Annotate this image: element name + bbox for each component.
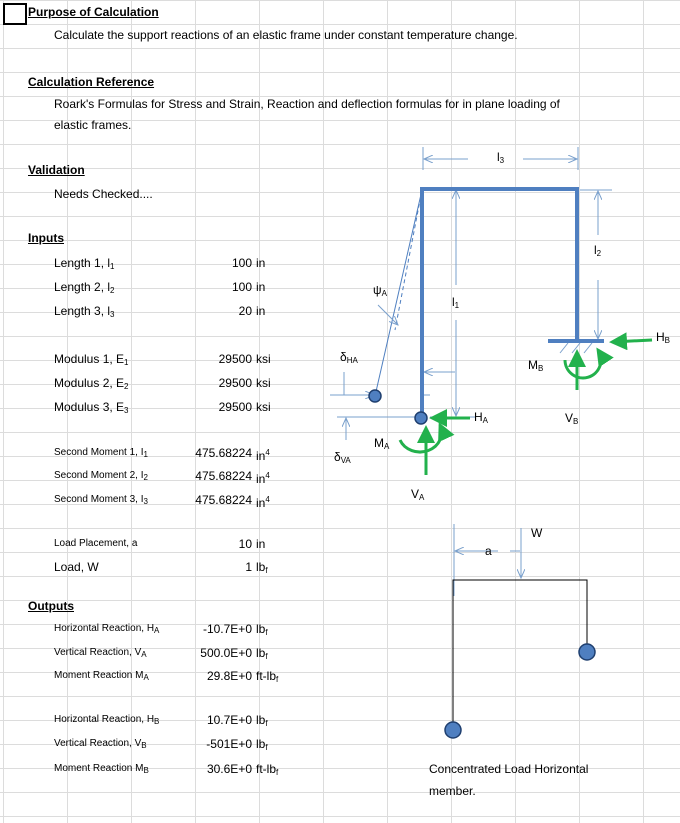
output-row-label: Horizontal Reaction, HB	[54, 714, 160, 726]
input-row-label: Length 1, l1	[54, 256, 115, 271]
support-hatch	[559, 342, 569, 354]
output-row-unit: lbf	[256, 646, 268, 661]
output-row-value[interactable]: 10.7E+0	[206, 713, 252, 727]
label-vb: VB	[565, 411, 579, 426]
label-ma: MA	[374, 436, 390, 451]
label-l2: l2	[594, 243, 602, 258]
output-row-label: Vertical Reaction, VB	[54, 738, 147, 750]
label-va: VA	[411, 487, 425, 502]
ma-moment-arrow	[398, 422, 455, 454]
input-row-unit: lbf	[256, 560, 268, 575]
input-row-value[interactable]: 29500	[218, 400, 252, 414]
input-row-value[interactable]: 100	[231, 280, 252, 294]
label-load-w: W	[531, 526, 543, 540]
output-row-value[interactable]: 500.0E+0	[200, 646, 252, 660]
input-row-label: Modulus 3, E3	[54, 400, 129, 415]
input-row-label: Second Moment 3, I3	[54, 494, 148, 506]
input-row-label: Modulus 1, E1	[54, 352, 129, 367]
input-row-label: Second Moment 1, I1	[54, 447, 148, 459]
elastic-frame	[420, 187, 579, 417]
input-row-unit: in	[256, 256, 266, 270]
input-row-unit: in	[256, 537, 266, 551]
selected-cell-indicator[interactable]	[3, 3, 27, 25]
psi-dashed-line	[394, 189, 423, 331]
load-case-node-b	[578, 643, 596, 661]
output-row-unit: lbf	[256, 713, 268, 728]
input-row-value[interactable]: 1	[245, 560, 252, 574]
label-l1: l1	[452, 295, 460, 310]
input-row-unit: ksi	[256, 400, 271, 414]
reference-text-1: Roark's Formulas for Stress and Strain, …	[54, 97, 560, 111]
input-row-label: Length 3, l3	[54, 304, 115, 319]
label-ha: HA	[474, 410, 489, 425]
input-row-label: Length 2, l2	[54, 280, 115, 295]
output-row-value[interactable]: -10.7E+0	[202, 622, 252, 636]
input-row-value[interactable]: 20	[238, 304, 252, 318]
output-row-value[interactable]: -501E+0	[206, 737, 252, 751]
support-hatch	[583, 342, 593, 354]
output-row-value[interactable]: 30.6E+0	[206, 762, 252, 776]
label-mb: MB	[528, 358, 544, 373]
load-case-caption-1: Concentrated Load Horizontal	[429, 762, 589, 776]
deflected-member-line	[374, 189, 423, 397]
support-a-node	[414, 411, 428, 425]
input-row-value[interactable]: 475.68224	[195, 493, 252, 507]
psi-arrow	[377, 304, 398, 325]
output-row-unit: lbf	[256, 622, 268, 637]
output-row-unit: ft-lbf	[256, 762, 279, 777]
validation-text: Needs Checked....	[54, 187, 153, 201]
output-row-label: Moment Reaction MA	[54, 670, 149, 682]
inputs-heading: Inputs	[28, 231, 64, 245]
outputs-heading: Outputs	[28, 599, 74, 613]
support-hatch	[571, 342, 581, 354]
input-row-unit: in4	[256, 448, 270, 463]
output-row-label: Horizontal Reaction, HA	[54, 623, 160, 635]
reference-text-2: elastic frames.	[54, 118, 132, 132]
input-row-unit: in4	[256, 471, 270, 486]
input-row-value[interactable]: 10	[238, 537, 252, 551]
label-delta-va: δVA	[334, 450, 351, 465]
hb-arrow	[609, 332, 653, 351]
input-row-label: Load Placement, a	[54, 538, 138, 549]
label-hb: HB	[656, 330, 671, 345]
input-row-unit: in	[256, 304, 266, 318]
output-row-label: Vertical Reaction, VA	[54, 647, 147, 659]
mb-moment-arrow	[563, 347, 614, 380]
displaced-node-a	[368, 389, 382, 403]
input-row-unit: ksi	[256, 352, 271, 366]
input-row-label: Modulus 2, E2	[54, 376, 129, 391]
input-row-value[interactable]: 100	[231, 256, 252, 270]
input-row-label: Load, W	[54, 560, 99, 574]
output-row-value[interactable]: 29.8E+0	[206, 669, 252, 683]
label-psi-a: ψA	[373, 283, 387, 298]
input-row-unit: in	[256, 280, 266, 294]
input-row-value[interactable]: 475.68224	[195, 446, 252, 460]
output-row-unit: lbf	[256, 737, 268, 752]
load-case-caption-2: member.	[429, 784, 476, 798]
validation-heading: Validation	[28, 163, 85, 177]
input-row-label: Second Moment 2, I2	[54, 470, 148, 482]
purpose-text: Calculate the support reactions of an el…	[54, 28, 518, 42]
load-case-node-a	[444, 721, 462, 739]
input-row-value[interactable]: 29500	[218, 376, 252, 390]
reference-heading: Calculation Reference	[28, 75, 155, 89]
label-l3: l3	[497, 150, 505, 165]
input-row-value[interactable]: 29500	[218, 352, 252, 366]
input-row-unit: ksi	[256, 376, 271, 390]
output-row-label: Moment Reaction MB	[54, 763, 149, 775]
output-row-unit: ft-lbf	[256, 669, 279, 684]
label-delta-ha: δHA	[340, 350, 358, 365]
input-row-unit: in4	[256, 495, 270, 510]
label-load-a: a	[485, 544, 492, 558]
load-case-frame	[452, 579, 588, 728]
input-row-value[interactable]: 475.68224	[195, 469, 252, 483]
purpose-heading: Purpose of Calculation	[28, 5, 159, 19]
